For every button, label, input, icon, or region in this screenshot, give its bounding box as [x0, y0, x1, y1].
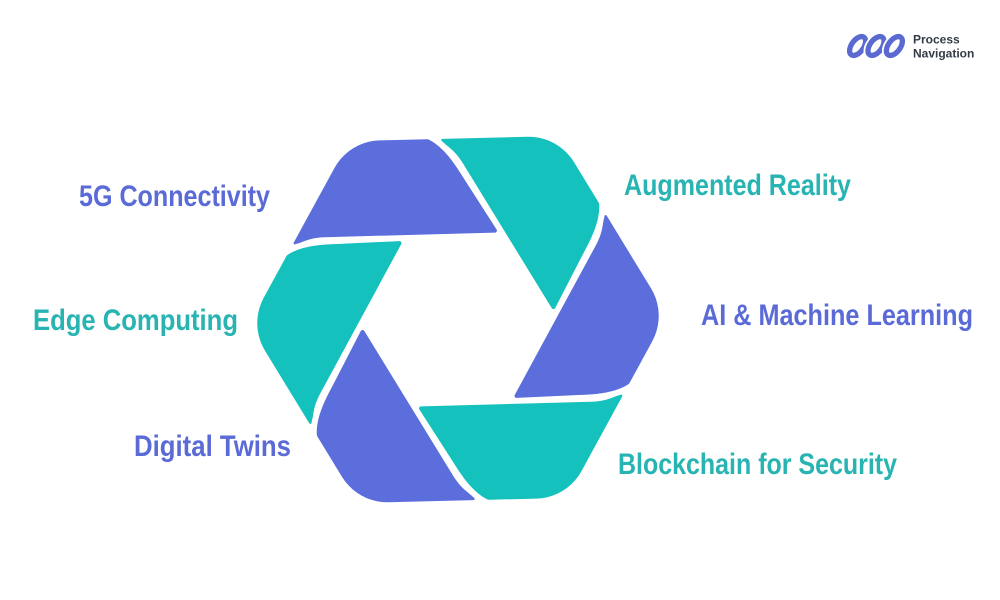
svg-text:5G Connectivity: 5G Connectivity [79, 180, 270, 213]
svg-text:Edge Computing: Edge Computing [33, 304, 238, 337]
svg-text:AI & Machine Learning: AI & Machine Learning [701, 299, 973, 332]
svg-text:Blockchain for Security: Blockchain for Security [618, 448, 897, 481]
svg-text:Process: Process [913, 33, 960, 47]
svg-text:Digital Twins: Digital Twins [134, 430, 291, 463]
svg-text:Augmented Reality: Augmented Reality [624, 169, 851, 202]
svg-text:Navigation: Navigation [913, 47, 974, 61]
